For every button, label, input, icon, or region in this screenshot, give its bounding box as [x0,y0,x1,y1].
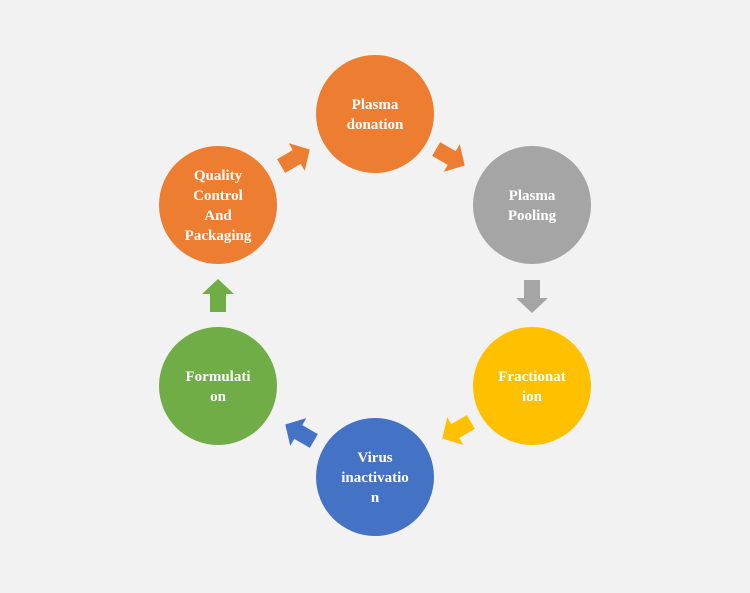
node-label-line: Packaging [185,228,252,244]
node-circle [159,327,277,445]
node-circle [159,146,277,264]
node-label-line: And [204,208,232,224]
arrows-layer [202,142,548,448]
node-label-line: on [210,389,227,405]
arrow-fractionation-to-virus [442,415,475,445]
node-plasma-donation: Plasma donation [316,55,434,173]
node-label-line: Fractionat [498,369,565,385]
arrow-formulation-to-quality [202,279,234,312]
node-label-line: Control [193,188,243,204]
nodes-layer: PlasmadonationPlasmaPoolingFractionation… [159,55,591,536]
arrow-virus-to-formulation [285,418,318,448]
arrow-pooling-to-fractionation [516,280,548,313]
node-label-line: Quality [194,168,243,184]
node-label-line: Formulati [186,369,251,385]
node-circle [473,327,591,445]
arrow-quality-to-donation [277,143,310,173]
node-formulation: Formulati on [159,327,277,445]
node-label-line: donation [347,117,404,133]
node-label-line: Plasma [352,97,399,113]
node-label-line: n [371,490,380,506]
node-label-line: inactivatio [341,470,409,486]
node-label-line: Virus [357,450,392,466]
node-circle [473,146,591,264]
node-fractionation: Fractionat ion [473,327,591,445]
node-virus-inactivation: Virus inactivatio n [316,418,434,536]
node-label-line: Pooling [508,208,557,224]
node-circle [316,55,434,173]
node-circle [316,418,434,536]
node-label-line: ion [522,389,543,405]
node-label-line: Plasma [509,188,556,204]
arrow-donation-to-pooling [432,142,465,172]
